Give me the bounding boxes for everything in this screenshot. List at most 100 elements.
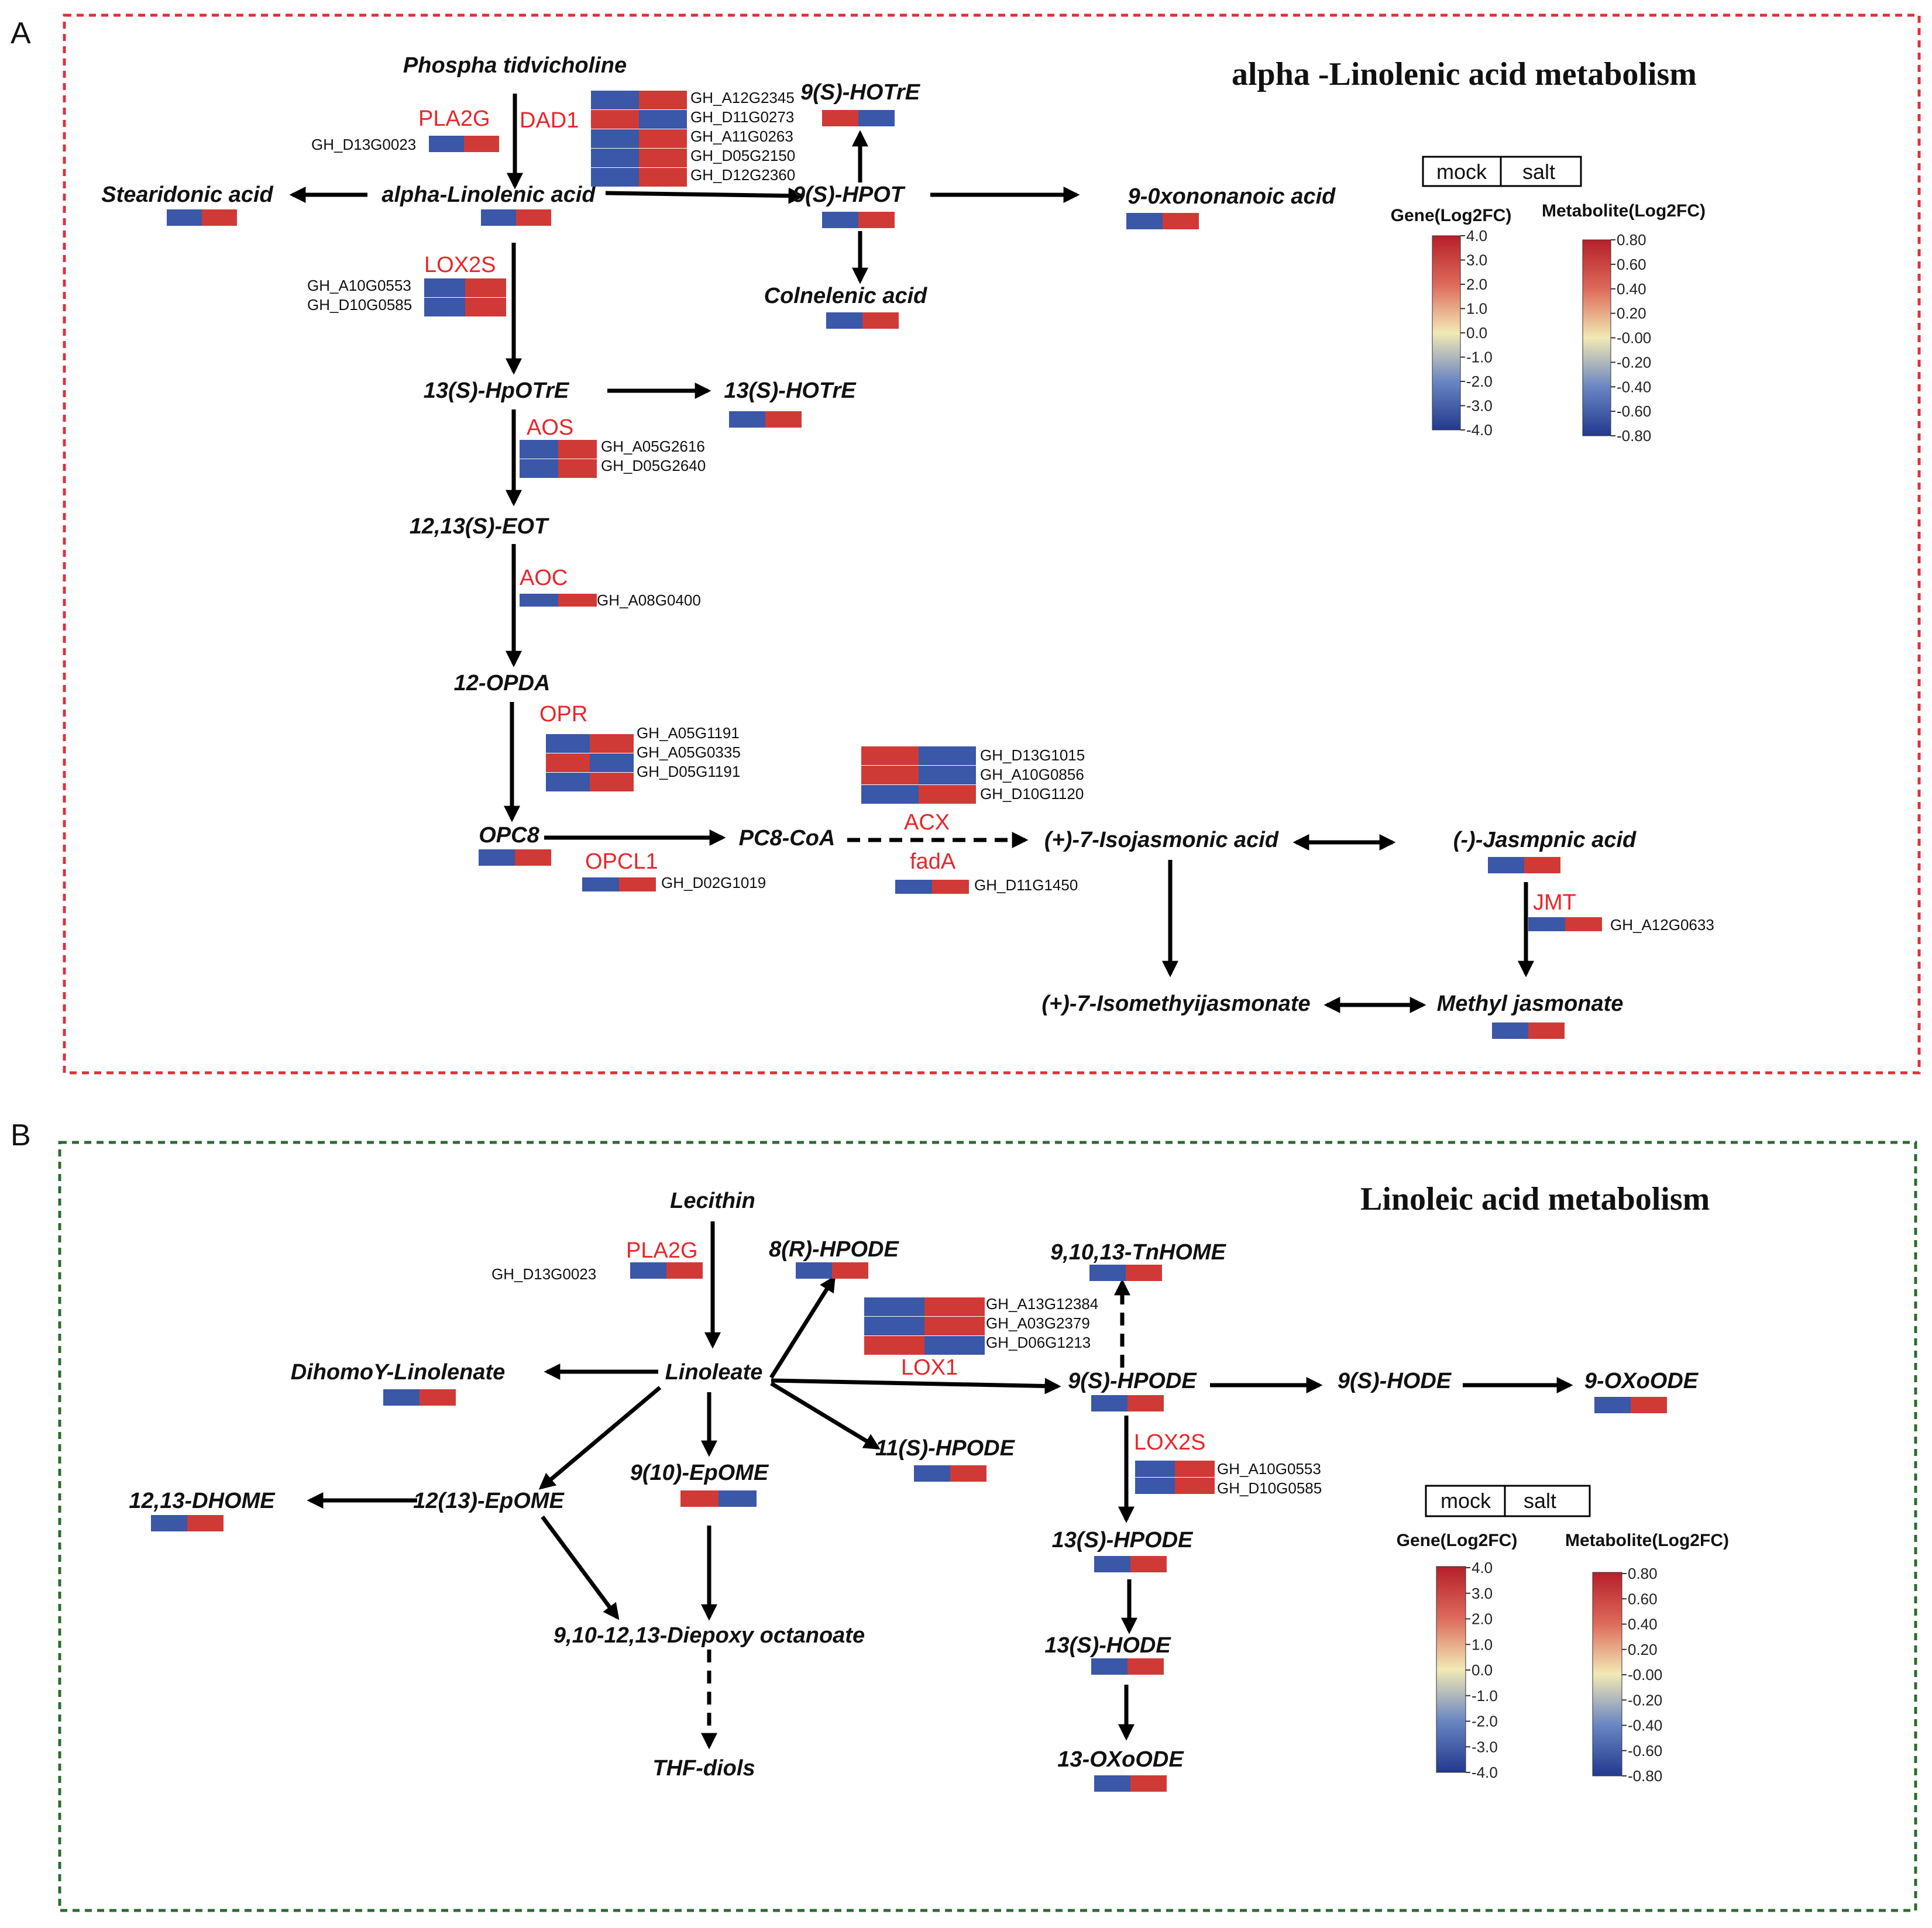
- gene-label: GH_D13G1015: [980, 746, 1085, 764]
- met-jasmonic-acid: (-)-Jasmpnic acid: [1453, 828, 1637, 852]
- gene-label: GH_D06G1213: [986, 1334, 1091, 1351]
- heat-cell-salt: [924, 1336, 985, 1355]
- panel-b-letter: B: [11, 1118, 31, 1152]
- arrow-linoleate-to-11s-hpode: [770, 1382, 881, 1450]
- heat-cell-mock: [861, 785, 919, 804]
- met-pc8-coa: PC8-CoA: [739, 826, 836, 851]
- heat-cell-mock: [591, 110, 639, 129]
- metabolite-scale-tick-label: 0.80: [1617, 231, 1646, 249]
- heat-cell-mock: [822, 212, 858, 228]
- heat-cell-mock: [895, 880, 932, 894]
- heat-cell-mock: [591, 91, 639, 109]
- heat-cell-salt: [1528, 1022, 1565, 1039]
- gene-label: GH_D11G0273: [690, 108, 794, 126]
- met-9-oxononanoic-acid: 9-0xononanoic acid: [1128, 184, 1336, 209]
- gene-label: GH_D10G0585: [307, 296, 412, 314]
- metabolite-scale-tick-label: 0.20: [1617, 305, 1646, 322]
- heat-cell-salt: [1175, 1461, 1215, 1477]
- heat-cell-salt: [639, 168, 687, 187]
- arrow-ala-to-hpot: [605, 187, 805, 204]
- heat-cell-mock: [1089, 1265, 1126, 1281]
- legend-metabolite-colorbar: [1582, 239, 1611, 436]
- met-9s-hpot: 9(S)-HPOT: [793, 183, 906, 207]
- heat-cell-salt: [590, 734, 634, 753]
- legend-gene-title: Gene(Log2FC): [1391, 206, 1512, 225]
- heat-cell-mock: [167, 209, 202, 226]
- enzyme-opcl1: OPCL1: [585, 849, 658, 874]
- gene-label: GH_A12G2345: [690, 89, 795, 106]
- heat-cell-salt: [1524, 857, 1560, 873]
- heat-cell-salt: [639, 91, 687, 109]
- heat-cell-mock: [546, 753, 590, 772]
- heat-cell-salt: [639, 129, 687, 148]
- legend-metabolite-title: Metabolite(Log2FC): [1542, 201, 1706, 221]
- heat-cell-salt: [1127, 1658, 1164, 1675]
- heat-cell-salt: [932, 880, 969, 894]
- met-13s-hotre: 13(S)-HOTrE: [724, 378, 857, 403]
- heat-cell-mock: [429, 136, 464, 152]
- heat-cell-mock: [1135, 1461, 1175, 1477]
- legend-mock-label: mock: [1436, 160, 1487, 184]
- metabolite-scale-tick-label: -0.20: [1628, 1691, 1662, 1709]
- met-lecithin: Lecithin: [670, 1189, 755, 1213]
- legend-gene-colorbar: [1432, 235, 1461, 431]
- panel-a-title: alpha -Linolenic acid metabolism: [1232, 56, 1697, 92]
- gene-label: GH_A05G2616: [601, 438, 705, 455]
- heat-cell-mock: [914, 1465, 950, 1482]
- gene-scale-tick-label: -4.0: [1472, 1764, 1498, 1781]
- enzyme-pla2g: PLA2G: [418, 106, 490, 131]
- met-12-opda: 12-OPDA: [454, 671, 551, 696]
- enzyme-lox1: LOX1: [901, 1355, 958, 1380]
- legend-metabolite-colorbar: [1592, 1572, 1622, 1776]
- gene-scale-tick-label: -1.0: [1472, 1687, 1498, 1705]
- arrow-linoleate-to-8r-hpode: [769, 1275, 836, 1379]
- gene-scale-tick-label: 1.0: [1466, 300, 1487, 318]
- heat-cell-mock: [546, 773, 590, 791]
- heat-cell-salt: [187, 1515, 224, 1531]
- heat-cell-salt: [919, 785, 976, 804]
- legend-mock-salt-box: [1422, 156, 1582, 187]
- metabolite-scale-tick-label: 0.40: [1617, 280, 1646, 298]
- gene-scale-tick-label: 0.0: [1472, 1661, 1493, 1679]
- metabolite-scale-tick-label: -0.80: [1617, 427, 1651, 445]
- met-dihomo-linolenate: DihomoY-Linolenate: [291, 1360, 506, 1385]
- heat-cell-mock: [1091, 1395, 1127, 1411]
- heat-cell-mock: [151, 1515, 187, 1531]
- gene-scale-tick-label: 3.0: [1472, 1585, 1493, 1602]
- metabolite-scale-tick-label: 0.20: [1628, 1641, 1658, 1658]
- gene-scale-tick-label: 4.0: [1466, 227, 1487, 245]
- enzyme-fada: fadA: [910, 849, 956, 874]
- met-methyl-jasmonate: Methyl jasmonate: [1437, 991, 1624, 1016]
- heat-cell-mock: [861, 766, 919, 784]
- gene-label: GH_D13G0023: [311, 136, 416, 153]
- metabolite-scale-tick-label: -0.60: [1617, 402, 1651, 420]
- heat-cell-mock: [864, 1297, 924, 1316]
- met-9-10-13-tnhome: 9,10,13-TnHOME: [1050, 1240, 1227, 1265]
- arrow-epome12-to-diepoxy: [541, 1515, 620, 1620]
- heat-cell-mock: [864, 1317, 924, 1335]
- heat-cell-mock: [481, 209, 516, 226]
- met-opc8: OPC8: [479, 823, 539, 848]
- gene-label: GH_D05G2150: [690, 147, 795, 164]
- met-stearidonic-acid: Stearidonic acid: [101, 183, 273, 207]
- enzyme-lox2s: LOX2S: [1134, 1430, 1206, 1455]
- arrow-linoleate-to-9s-hpode: [771, 1378, 1061, 1395]
- heat-cell-salt: [639, 149, 687, 167]
- met-13s-hode: 13(S)-HODE: [1044, 1633, 1171, 1658]
- met-12-13s-eot: 12,13(S)-EOT: [410, 514, 549, 539]
- met-9-10-epome: 9(10)-EpOME: [630, 1461, 769, 1485]
- met-9s-hpode: 9(S)-HPODE: [1068, 1369, 1197, 1393]
- heat-cell-salt: [765, 411, 802, 428]
- heat-cell-salt: [420, 1389, 456, 1406]
- heat-cell-salt: [858, 110, 895, 126]
- legend-salt-label: salt: [1522, 160, 1555, 184]
- gene-label: GH_D13G0023: [491, 1265, 596, 1283]
- panel-a-border: [63, 13, 1921, 1075]
- panel-a: A alpha -Linolenic acid metabolism Phosp…: [11, 13, 1921, 1075]
- gene-label: GH_D05G1191: [637, 763, 740, 780]
- gene-label: GH_A12G0633: [1610, 916, 1714, 934]
- legend-gene-colorbar: [1436, 1566, 1466, 1773]
- heat-cell-mock: [1528, 917, 1565, 931]
- enzyme-dad1: DAD1: [520, 108, 579, 133]
